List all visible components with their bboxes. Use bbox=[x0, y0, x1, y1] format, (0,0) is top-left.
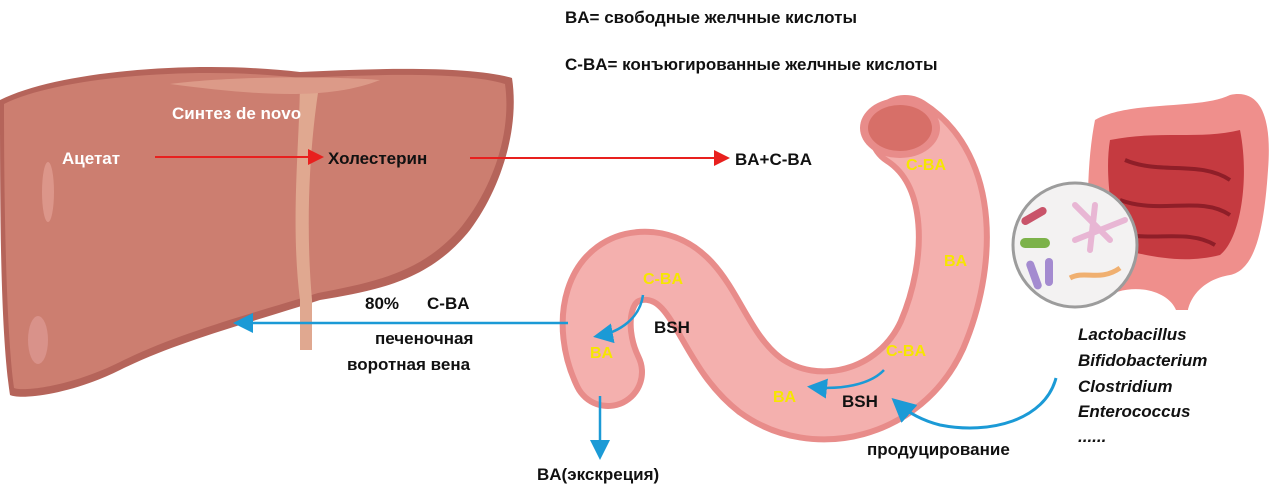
legend-ba: BA= свободные желчные кислоты bbox=[565, 8, 857, 27]
portal-vein-line2: воротная вена bbox=[347, 355, 471, 374]
intestine-cba-top: C-BA bbox=[906, 157, 946, 174]
excretion-label: BA(экскреция) bbox=[537, 465, 659, 484]
blue-arrow-bsh-bottom bbox=[807, 369, 885, 399]
synthesis-label: Синтез de novo bbox=[172, 104, 301, 123]
liver-illustration bbox=[0, 67, 514, 397]
return-percent: 80% bbox=[365, 294, 399, 313]
intestine-cba-left: C-BA bbox=[643, 271, 683, 288]
acetate-label: Ацетат bbox=[62, 149, 120, 168]
bacteria-item: Bifidobacterium bbox=[1078, 351, 1207, 370]
intestine-ba-bottom: BA bbox=[773, 389, 797, 406]
bacteria-item: Clostridium bbox=[1078, 377, 1172, 396]
cholesterol-label: Холестерин bbox=[328, 149, 427, 168]
bsh-bottom: BSH bbox=[842, 392, 878, 411]
bacteria-magnifier bbox=[1011, 181, 1139, 309]
bsh-left: BSH bbox=[654, 318, 690, 337]
legend-cba: C-BA= конъюгированные желчные кислоты bbox=[565, 55, 938, 74]
blue-arrow-producing bbox=[891, 377, 1058, 430]
small-intestine-illustration bbox=[559, 95, 990, 443]
bacteria-item: Lactobacillus bbox=[1078, 325, 1187, 344]
return-cba: C-BA bbox=[427, 294, 470, 313]
intestine-ba-right: BA bbox=[944, 253, 968, 270]
blue-arrow-bsh-left bbox=[593, 294, 645, 344]
bacteria-item: Enterococcus bbox=[1078, 402, 1190, 421]
producing-label: продуцирование bbox=[867, 440, 1010, 459]
bacteria-item: ...... bbox=[1078, 427, 1106, 446]
intestine-ba-left: BA bbox=[590, 345, 614, 362]
ba-cba-label: BA+C-BA bbox=[735, 150, 812, 169]
portal-vein-line1: печеночная bbox=[375, 329, 473, 348]
intestine-cba-bottom: C-BA bbox=[886, 343, 926, 360]
